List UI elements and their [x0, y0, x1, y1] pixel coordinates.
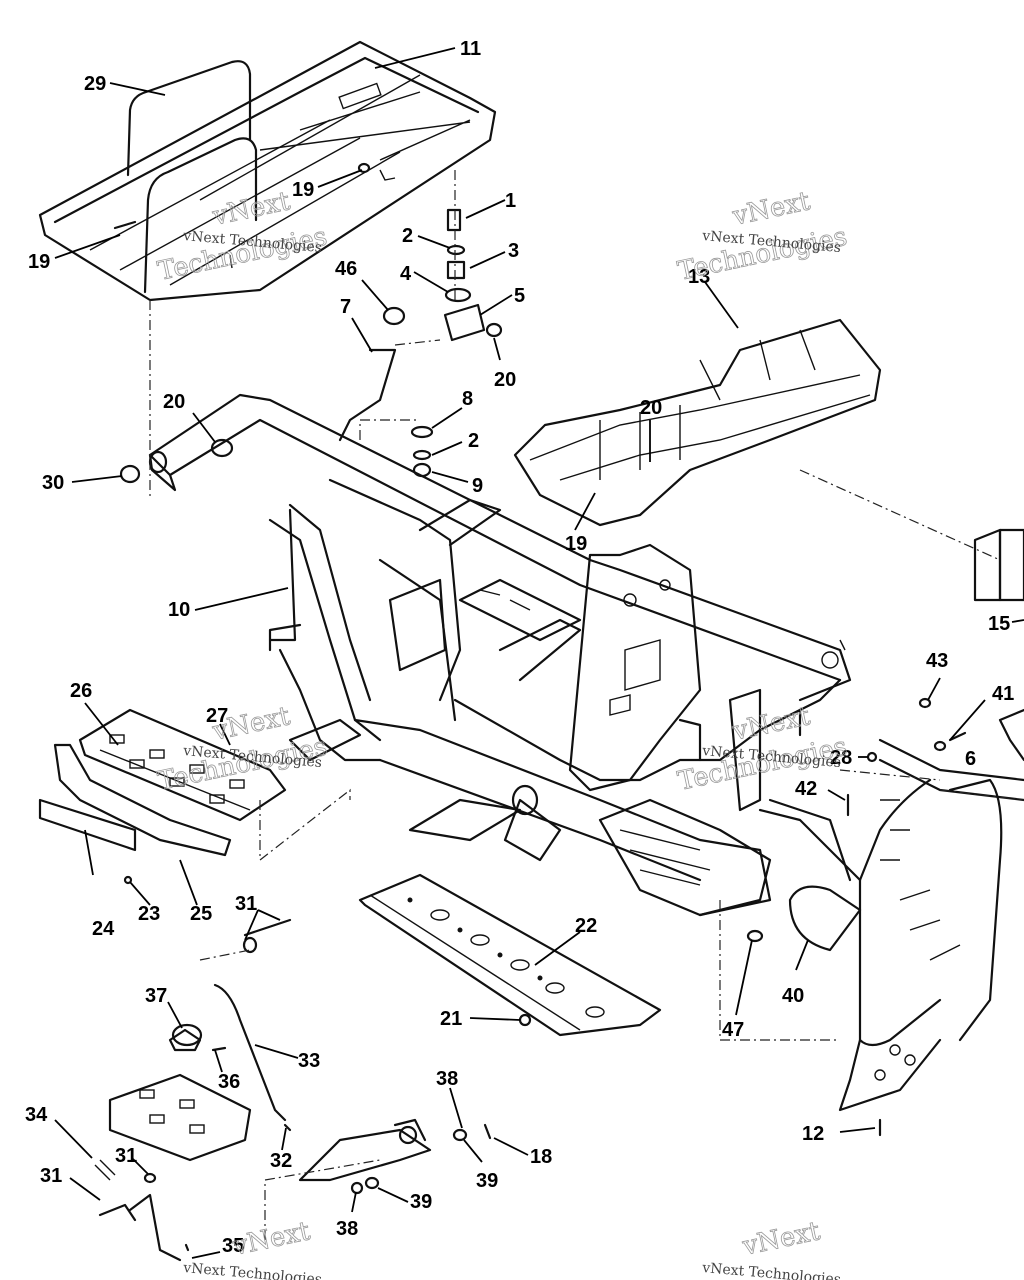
callout-19: 19: [28, 251, 50, 273]
callout-39: 39: [410, 1191, 432, 1213]
front-rack: [513, 318, 882, 527]
callout-12: 12: [802, 1123, 824, 1145]
callout-11: 11: [460, 38, 481, 60]
callout-47: 47: [722, 1019, 744, 1041]
leader-lines: [54, 47, 1024, 1259]
callout-42: 42: [795, 778, 817, 800]
callout-41: 41: [992, 683, 1014, 705]
callout-6: 6: [965, 748, 976, 770]
watermark-line: vNext Technologies: [182, 1260, 323, 1280]
callout-2: 2: [402, 225, 413, 247]
callout-20: 20: [640, 397, 662, 419]
callout-20: 20: [163, 391, 185, 413]
callout-8: 8: [462, 388, 473, 410]
front-bumper: [758, 708, 1024, 1112]
callout-15: 15: [988, 613, 1010, 635]
assembly-lines: [149, 170, 1024, 1240]
callout-37: 37: [145, 985, 167, 1007]
skid-plate: [358, 873, 662, 1037]
callout-46: 46: [335, 258, 357, 280]
lower-footrest: [108, 1073, 432, 1182]
callout-25: 25: [190, 903, 212, 925]
callout-2: 2: [468, 430, 479, 452]
callout-13: 13: [688, 266, 710, 288]
callout-32: 32: [270, 1150, 292, 1172]
hardware: [113, 162, 1024, 1252]
callout-31: 31: [40, 1165, 62, 1187]
main-frame: [148, 393, 852, 917]
rear-rack: [38, 40, 497, 302]
callout-labels: 29 11 19 19 1 2 3 4 5 20 46 7 8 2 9 20 3…: [25, 38, 1014, 1257]
callout-39: 39: [476, 1170, 498, 1192]
watermark-brand: vNext: [209, 186, 293, 232]
callout-10: 10: [168, 599, 190, 621]
callout-30: 30: [42, 472, 64, 494]
callout-22: 22: [575, 915, 597, 937]
callout-33: 33: [298, 1050, 320, 1072]
callout-40: 40: [782, 985, 804, 1007]
callout-43: 43: [926, 650, 948, 672]
callout-38: 38: [436, 1068, 458, 1090]
callout-36: 36: [218, 1071, 240, 1093]
callout-20: 20: [494, 369, 516, 391]
callout-1: 1: [505, 190, 516, 212]
callout-24: 24: [92, 918, 115, 940]
watermarks: vNext Technologies vNext Technologies vN…: [155, 186, 850, 1280]
callout-7: 7: [340, 296, 351, 318]
callout-31: 31: [235, 893, 257, 915]
callout-21: 21: [440, 1008, 462, 1030]
callout-38: 38: [336, 1218, 358, 1240]
callout-4: 4: [400, 263, 412, 285]
brake-linkage: [94, 918, 292, 1262]
callout-18: 18: [530, 1146, 552, 1168]
watermark-brand: vNext: [729, 186, 813, 232]
callout-23: 23: [138, 903, 160, 925]
callout-26: 26: [70, 680, 92, 702]
callout-5: 5: [514, 285, 525, 307]
callout-19: 19: [292, 179, 314, 201]
watermark-line: vNext Technologies: [701, 1260, 842, 1280]
watermark-brand: vNext: [229, 1216, 313, 1262]
callout-28: 28: [830, 747, 852, 769]
callout-31: 31: [115, 1145, 137, 1167]
callout-9: 9: [472, 475, 483, 497]
callout-19: 19: [565, 533, 587, 555]
callout-34: 34: [25, 1104, 48, 1126]
callout-3: 3: [508, 240, 519, 262]
callout-27: 27: [206, 705, 228, 727]
callout-35: 35: [222, 1235, 244, 1257]
watermark-brand: vNext: [739, 1216, 823, 1262]
callout-29: 29: [84, 73, 106, 95]
